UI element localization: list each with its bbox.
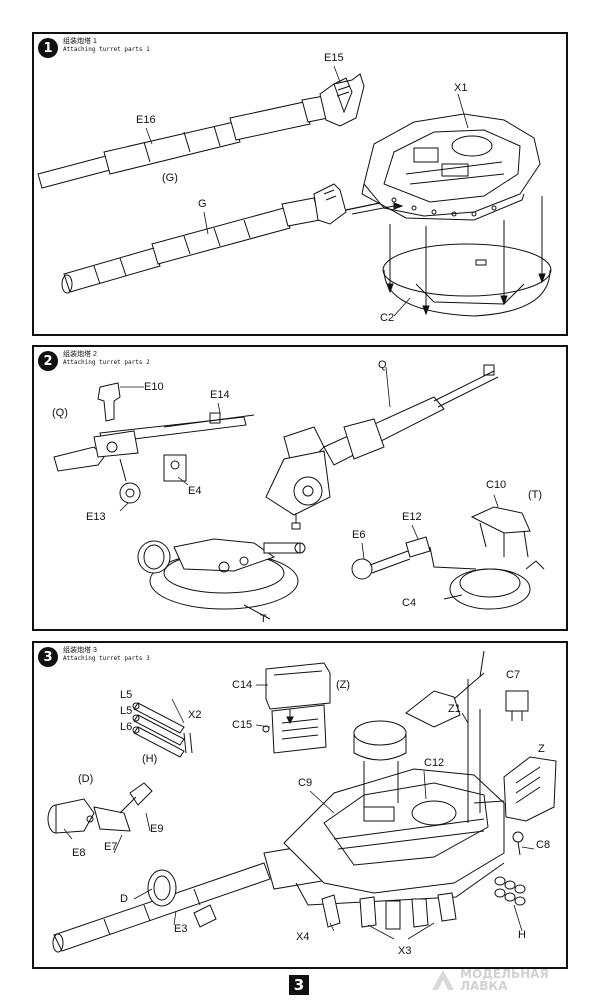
label-l6: L6 xyxy=(120,721,133,733)
stowage-bin-z xyxy=(473,756,557,822)
side-plates-x3-x4 xyxy=(321,892,457,930)
watermark-logo-icon xyxy=(432,970,454,990)
label-e8: E8 xyxy=(72,847,86,859)
step-2-number: 2 xyxy=(38,351,58,371)
label-x3: X3 xyxy=(398,945,412,957)
searchlight-d xyxy=(47,782,153,834)
label-e12: E12 xyxy=(402,511,422,523)
label-x4: X4 xyxy=(296,931,310,943)
assembly-arrows xyxy=(351,196,546,316)
leader-lines xyxy=(63,684,535,940)
leader-lines xyxy=(145,65,469,317)
machine-gun-small xyxy=(53,382,255,504)
watermark-line-2: ЛАВКА xyxy=(460,979,508,993)
watermark-line-1: МОДЕЛЬНАЯ xyxy=(460,967,549,981)
periscope-parts xyxy=(351,506,545,610)
barrel-e16 xyxy=(37,73,365,189)
label-c4: C4 xyxy=(402,597,417,609)
label-c9: C9 xyxy=(298,777,313,789)
label-e16: E16 xyxy=(136,114,156,126)
label-c7: C7 xyxy=(506,669,521,681)
step-1-title-en: Attaching turret parts 1 xyxy=(63,46,150,53)
turret-ring-c2 xyxy=(382,243,552,317)
label-h-paren: (H) xyxy=(142,753,158,765)
label-t-paren: (T) xyxy=(528,489,543,501)
step-2-panel: 2 组装炮塔 2 Attaching turret parts 2 xyxy=(32,345,568,631)
step-3-title-cn: 组装炮塔 3 xyxy=(63,647,97,654)
barrel-g xyxy=(61,183,395,294)
label-e15: E15 xyxy=(324,52,344,64)
label-c15: C15 xyxy=(232,719,253,731)
step-3-number: 3 xyxy=(38,647,58,667)
label-h: H xyxy=(518,929,526,941)
label-z-paren: (Z) xyxy=(336,679,351,691)
turret-x1 xyxy=(361,113,541,221)
cupola-t xyxy=(137,538,306,620)
step-3-illustration xyxy=(47,650,557,953)
periscope-c7 xyxy=(467,679,529,823)
label-q-paren: (Q) xyxy=(52,407,68,419)
step-3-header: 3 组装炮塔 3 Attaching turret parts 3 xyxy=(38,647,150,667)
label-e4: E4 xyxy=(188,485,202,497)
step-3-panel: 3 组装炮塔 3 Attaching turret parts 3 xyxy=(32,641,568,969)
label-e10: E10 xyxy=(144,381,164,393)
label-d-paren: (D) xyxy=(78,773,94,785)
label-e9: E9 xyxy=(150,823,164,835)
label-l5-a: L5 xyxy=(120,689,133,701)
cupola-c12 xyxy=(353,650,485,813)
step-2-illustration xyxy=(53,364,545,620)
step-2-header: 2 组装炮塔 2 Attaching turret parts 2 xyxy=(38,351,150,371)
label-e14: E14 xyxy=(210,389,230,401)
leader-lines xyxy=(119,366,499,560)
label-c12: C12 xyxy=(424,757,445,769)
page-number: 3 xyxy=(289,975,309,995)
label-c14: C14 xyxy=(232,679,253,691)
label-e3: E3 xyxy=(174,923,188,935)
smoke-launchers-x2 xyxy=(132,702,193,758)
machine-gun-q xyxy=(265,364,499,530)
label-t: T xyxy=(260,613,267,625)
smoke-grenades-h xyxy=(494,876,526,906)
part-c8 xyxy=(512,831,524,856)
step-1-header: 1 组装炮塔 1 Attaching turret parts 1 xyxy=(38,38,150,58)
label-g-paren: (G) xyxy=(162,172,178,184)
step-3-title-en: Attaching turret parts 3 xyxy=(63,655,150,662)
step-1-title-cn: 组装炮塔 1 xyxy=(63,38,97,45)
label-c10: C10 xyxy=(486,479,507,491)
label-c2: C2 xyxy=(380,312,395,324)
step-2-title-cn: 组装炮塔 2 xyxy=(63,351,97,358)
watermark: МОДЕЛЬНАЯ ЛАВКА xyxy=(430,968,549,992)
label-x1: X1 xyxy=(454,82,468,94)
label-d: D xyxy=(120,893,128,905)
label-e6: E6 xyxy=(352,529,366,541)
label-g: G xyxy=(198,198,207,210)
step-2-title-en: Attaching turret parts 2 xyxy=(63,359,150,366)
assembled-turret xyxy=(52,768,505,953)
step-1-number: 1 xyxy=(38,38,58,58)
label-z1: Z1 xyxy=(448,703,461,715)
label-x2: X2 xyxy=(188,709,202,721)
step-1-illustration xyxy=(37,65,552,317)
label-q: Q xyxy=(378,359,387,371)
label-e13: E13 xyxy=(86,511,106,523)
stowage-box-c14-c15 xyxy=(262,662,331,754)
label-l5-b: L5 xyxy=(120,705,133,717)
label-z: Z xyxy=(538,743,545,755)
label-c8: C8 xyxy=(536,839,551,851)
step-1-panel: 1 组装炮塔 1 Attaching turret parts 1 xyxy=(32,32,568,336)
label-e7: E7 xyxy=(104,841,118,853)
